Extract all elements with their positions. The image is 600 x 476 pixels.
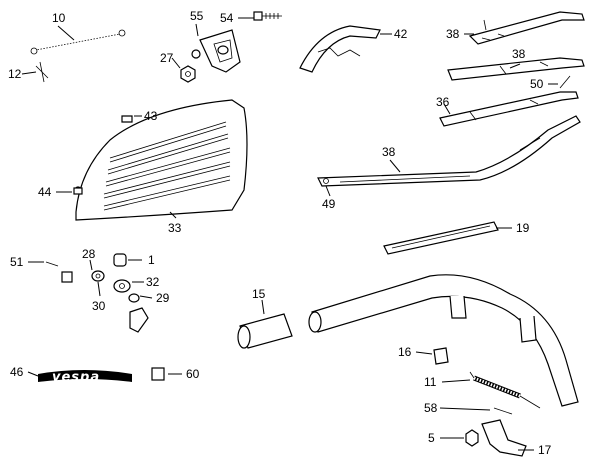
part-55-bracket xyxy=(191,29,241,73)
part-38-trim-top xyxy=(468,11,585,45)
part-5-nut xyxy=(465,429,479,447)
part-30-washer xyxy=(91,270,105,282)
part-1-bushing xyxy=(113,253,127,267)
label-19: 19 xyxy=(516,221,530,235)
label-33: 33 xyxy=(168,221,182,235)
part-60-clip xyxy=(151,367,165,381)
part-44-rivet xyxy=(73,187,83,195)
part-36-trim xyxy=(439,91,579,127)
label-55: 55 xyxy=(190,9,204,23)
part-catch xyxy=(129,307,149,333)
part-16-clip xyxy=(433,347,449,365)
part-crash-bar xyxy=(308,274,579,407)
label-44: 44 xyxy=(38,185,52,199)
label-12: 12 xyxy=(8,67,22,81)
callout-labels: 10 55 54 42 38 12 27 38 50 43 36 38 44 4… xyxy=(8,9,552,457)
part-50-screw xyxy=(559,75,571,89)
label-29: 29 xyxy=(156,291,170,305)
part-27-nut xyxy=(180,65,196,83)
part-15-tube xyxy=(237,313,293,349)
part-43-rivet xyxy=(121,115,133,123)
label-36: 36 xyxy=(436,95,450,109)
label-15: 15 xyxy=(252,287,266,301)
label-16: 16 xyxy=(398,345,412,359)
label-50: 50 xyxy=(530,77,544,91)
label-27: 27 xyxy=(160,51,174,65)
label-38-long: 38 xyxy=(382,145,396,159)
part-10-spring xyxy=(30,29,126,55)
part-51-screw xyxy=(45,261,59,267)
part-17-bracket xyxy=(481,419,527,457)
label-11: 11 xyxy=(424,375,437,389)
part-42-grab-handle xyxy=(299,25,381,73)
part-38-long-trim xyxy=(317,115,581,187)
leader-lines xyxy=(21,17,558,451)
part-29-ring xyxy=(128,293,140,303)
label-43: 43 xyxy=(144,109,158,123)
label-28: 28 xyxy=(82,247,96,261)
label-54: 54 xyxy=(220,11,234,25)
part-46-vespa-badge: vespa xyxy=(38,370,132,385)
part-54-bolt xyxy=(253,11,282,21)
part-58-bolt xyxy=(493,407,513,415)
label-60: 60 xyxy=(186,367,200,381)
label-38-top: 38 xyxy=(446,27,460,41)
part-38-trim-middle xyxy=(447,57,585,81)
label-51: 51 xyxy=(10,255,24,269)
label-46: 46 xyxy=(10,365,24,379)
label-1: 1 xyxy=(148,253,155,267)
label-42: 42 xyxy=(394,27,408,41)
label-49: 49 xyxy=(322,197,336,211)
label-5: 5 xyxy=(428,431,435,445)
part-32-grommet xyxy=(113,279,131,293)
label-38-middle: 38 xyxy=(512,47,526,61)
label-10: 10 xyxy=(52,11,66,25)
part-11-spring xyxy=(469,371,541,409)
part-19-rubber-strip xyxy=(383,221,499,255)
label-30: 30 xyxy=(92,299,106,313)
part-33-side-panel xyxy=(74,99,248,221)
label-32: 32 xyxy=(146,275,160,289)
part-12-clip xyxy=(35,61,49,83)
label-17: 17 xyxy=(538,443,552,457)
part-28-clip xyxy=(61,271,73,283)
vespa-logo-text: vespa xyxy=(52,370,100,385)
label-58: 58 xyxy=(424,401,438,415)
